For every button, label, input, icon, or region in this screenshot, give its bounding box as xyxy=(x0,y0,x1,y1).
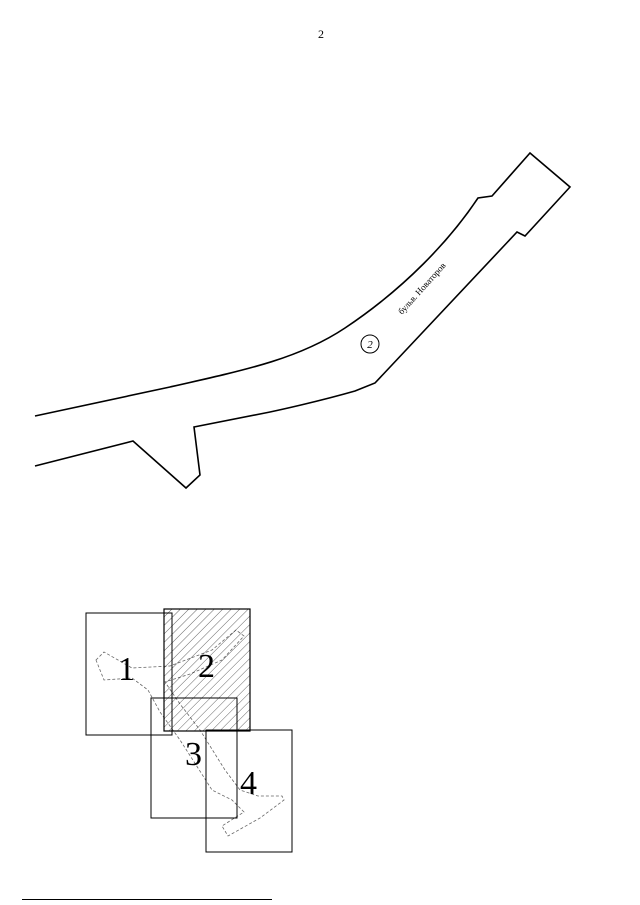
sheet-label-4: 4 xyxy=(240,765,257,802)
footnote-separator xyxy=(22,899,272,900)
zone-number-label: 2 xyxy=(367,339,373,351)
boulevard-parcel-outline xyxy=(34,151,572,490)
sheet-frame-3 xyxy=(150,697,238,819)
sheet-label-3: 3 xyxy=(185,736,202,773)
sheet-label-1: 1 xyxy=(118,651,135,688)
sheet-frame-2-highlighted xyxy=(163,608,251,732)
sheet-frame-4 xyxy=(205,729,293,853)
page-number: 2 xyxy=(318,27,324,41)
sheet-label-2: 2 xyxy=(198,648,215,685)
zone-number-circle xyxy=(360,334,380,354)
